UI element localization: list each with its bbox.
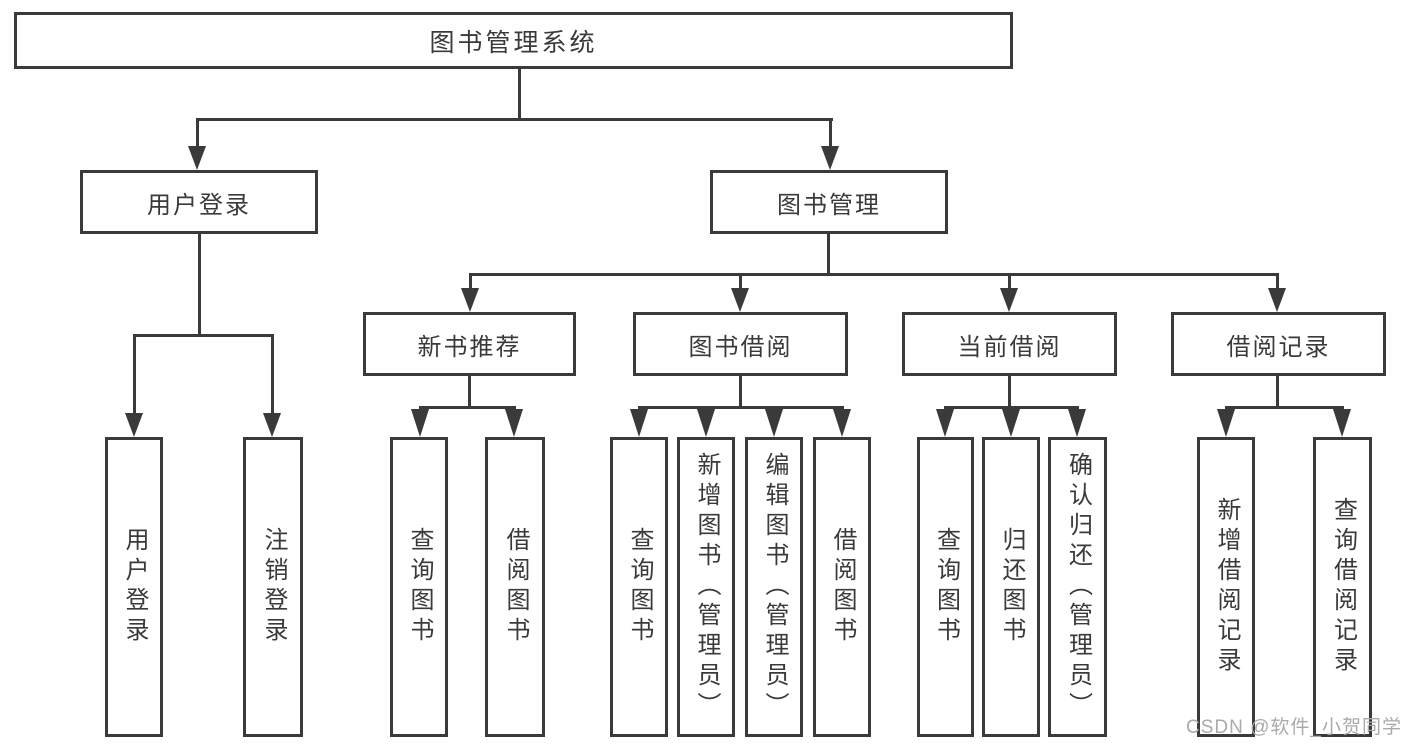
- leaf-borrow-books: 借阅图书: [813, 437, 871, 737]
- leaf-add-borrow-record: 新增借阅记录: [1197, 437, 1255, 737]
- connector: [133, 336, 136, 413]
- arrow-down-icon: [411, 409, 429, 437]
- leaf-label: 借阅图书: [829, 527, 856, 647]
- connector: [196, 118, 833, 121]
- connector: [468, 376, 471, 409]
- connector: [198, 234, 201, 336]
- leaf-return-books: 归还图书: [982, 437, 1040, 737]
- leaf-edit-books-admin: 编辑图书（管理员）: [745, 437, 803, 737]
- leaf-query-books: 查询图书: [390, 437, 448, 737]
- node-book-borrowing: 图书借阅: [633, 312, 848, 376]
- node-root-library-management-system: 图书管理系统: [14, 12, 1013, 69]
- arrow-down-icon: [697, 409, 715, 437]
- arrow-down-icon: [188, 146, 206, 170]
- arrow-down-icon: [630, 409, 648, 437]
- leaf-label: 用户登录: [121, 527, 148, 647]
- connector: [469, 275, 472, 288]
- connector: [638, 406, 844, 409]
- arrow-down-icon: [1068, 409, 1086, 437]
- arrow-down-icon: [1217, 409, 1235, 437]
- leaf-query-books: 查询图书: [610, 437, 668, 737]
- node-book-management: 图书管理: [710, 170, 948, 234]
- connector: [133, 334, 274, 337]
- connector: [419, 406, 516, 409]
- connector: [739, 275, 742, 288]
- connector: [196, 120, 199, 148]
- arrow-down-icon: [125, 413, 143, 437]
- node-borrowing-records: 借阅记录: [1171, 312, 1386, 376]
- connector: [827, 234, 830, 275]
- leaf-label: 注销登录: [260, 527, 287, 647]
- connector: [1276, 376, 1279, 409]
- connector: [1008, 275, 1011, 288]
- leaf-query-books: 查询图书: [917, 437, 974, 737]
- leaf-label: 确认归还（管理员）: [1064, 452, 1092, 722]
- leaf-confirm-return-admin: 确认归还（管理员）: [1048, 437, 1107, 737]
- connector: [1276, 275, 1279, 288]
- leaf-label: 新增借阅记录: [1213, 497, 1240, 677]
- arrow-down-icon: [1000, 288, 1018, 312]
- leaf-label: 归还图书: [998, 527, 1025, 647]
- leaf-label: 编辑图书（管理员）: [761, 452, 788, 722]
- arrow-down-icon: [765, 409, 783, 437]
- node-user-login: 用户登录: [80, 170, 318, 234]
- leaf-user-login: 用户登录: [105, 437, 163, 737]
- leaf-query-borrow-record: 查询借阅记录: [1313, 437, 1372, 737]
- connector: [518, 68, 521, 120]
- connector: [1225, 406, 1344, 409]
- arrow-down-icon: [936, 409, 954, 437]
- arrow-down-icon: [833, 409, 851, 437]
- arrow-down-icon: [1268, 288, 1286, 312]
- leaf-label: 新增图书（管理员）: [693, 452, 720, 722]
- leaf-logout: 注销登录: [243, 437, 303, 737]
- leaf-label: 借阅图书: [502, 527, 529, 647]
- connector: [739, 376, 742, 409]
- connector: [1008, 376, 1011, 409]
- connector: [829, 120, 832, 148]
- connector: [944, 406, 1079, 409]
- leaf-label: 查询图书: [626, 527, 653, 647]
- leaf-label: 查询借阅记录: [1329, 497, 1357, 677]
- arrow-down-icon: [731, 288, 749, 312]
- leaf-borrow-books: 借阅图书: [485, 437, 545, 737]
- node-new-book-recommend: 新书推荐: [363, 312, 576, 376]
- connector: [271, 336, 274, 413]
- arrow-down-icon: [263, 413, 281, 437]
- arrow-down-icon: [505, 409, 523, 437]
- csdn-watermark: CSDN @软件_小贺同学: [1186, 717, 1402, 738]
- arrow-down-icon: [461, 288, 479, 312]
- connector: [469, 273, 1279, 276]
- leaf-label: 查询图书: [932, 527, 960, 647]
- arrow-down-icon: [821, 146, 839, 170]
- node-current-borrowing: 当前借阅: [902, 312, 1117, 376]
- leaf-add-books-admin: 新增图书（管理员）: [677, 437, 735, 737]
- arrow-down-icon: [1002, 409, 1020, 437]
- arrow-down-icon: [1333, 409, 1351, 437]
- leaf-label: 查询图书: [406, 527, 433, 647]
